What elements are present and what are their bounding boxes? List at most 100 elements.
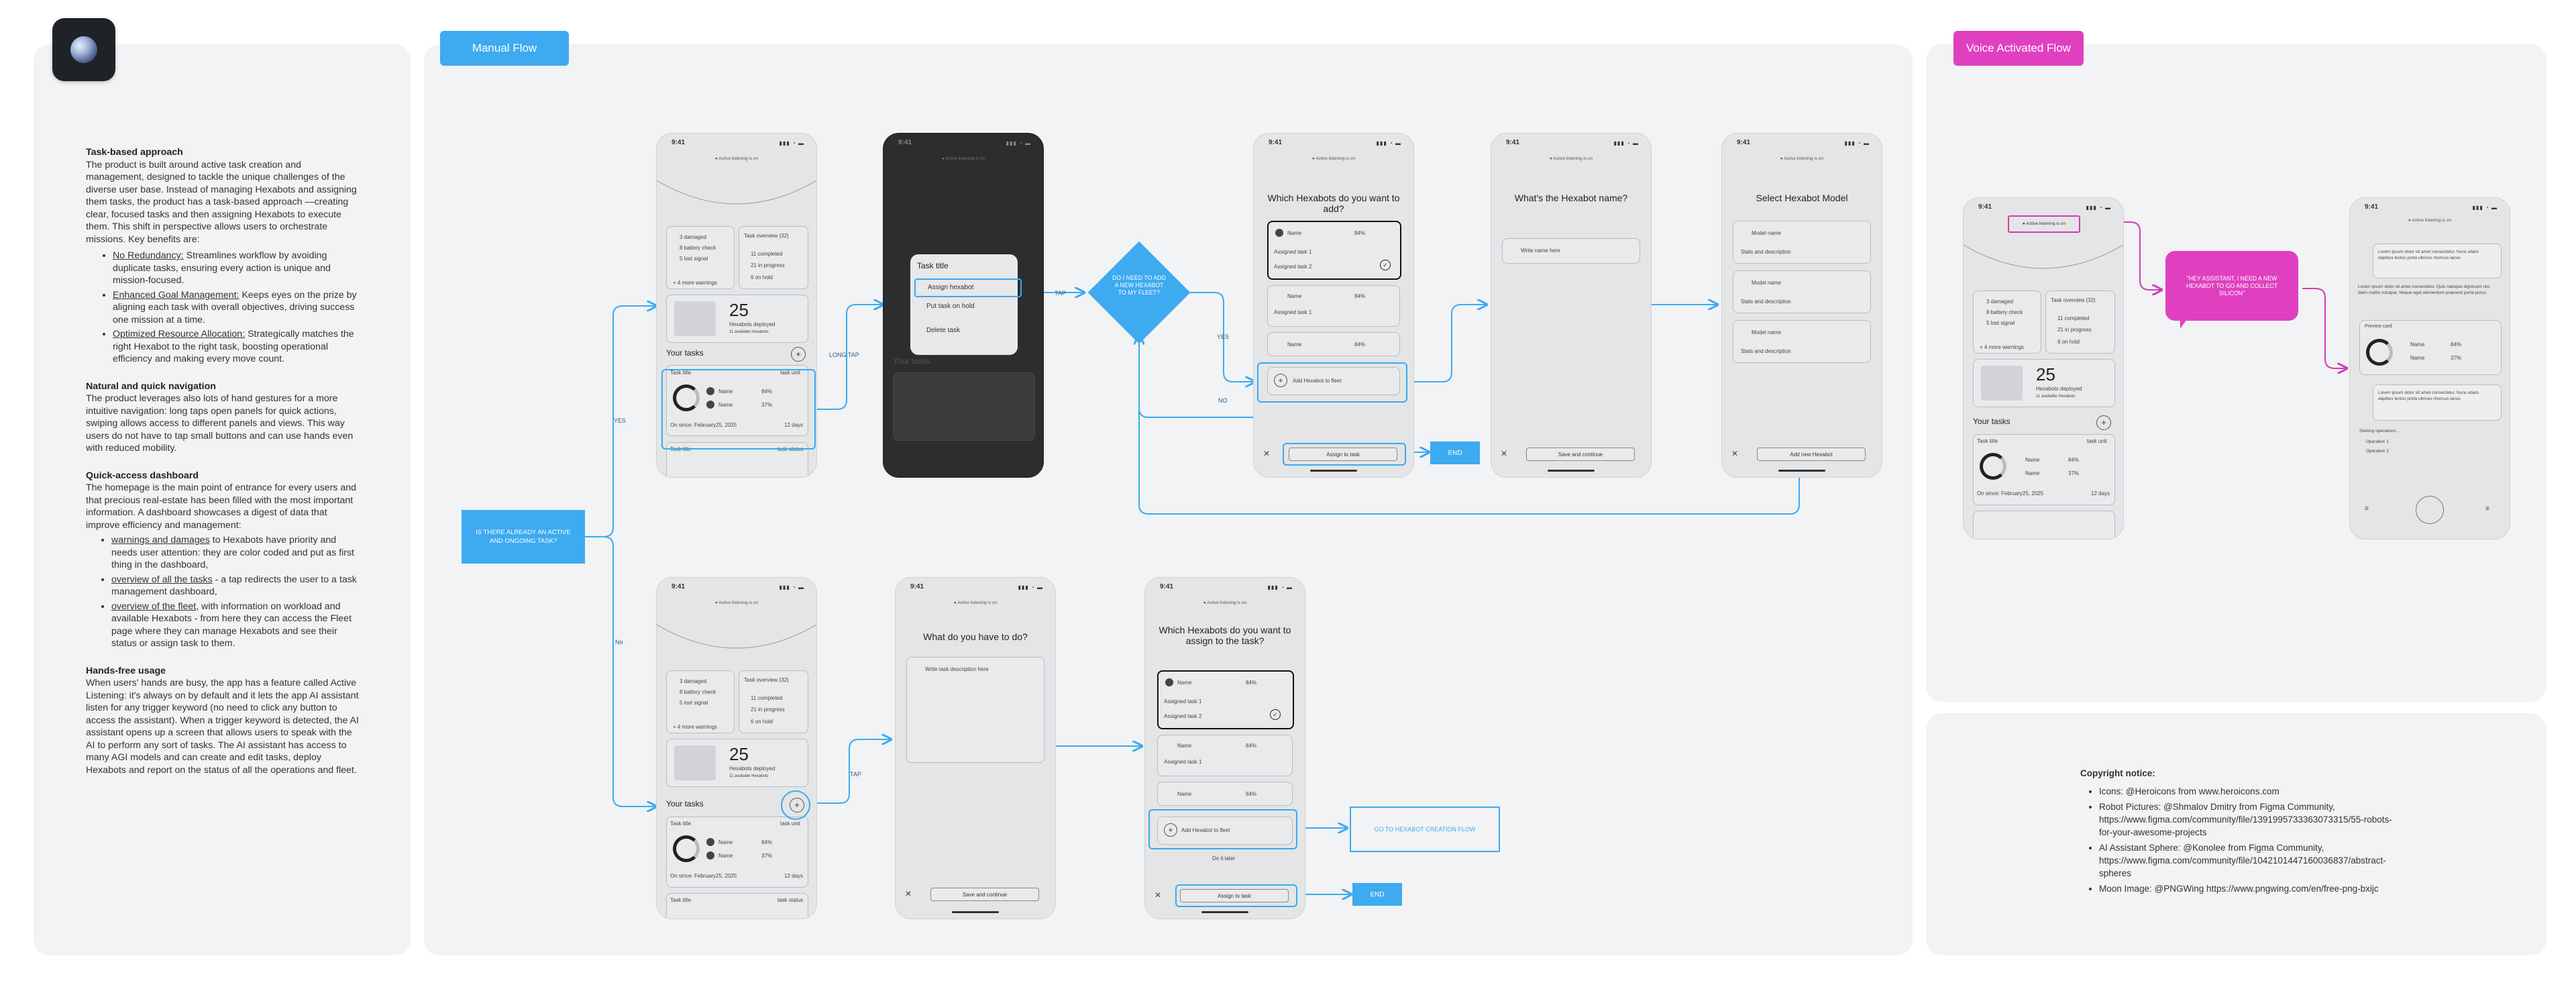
long-tap-label: LONG TAP bbox=[829, 352, 859, 358]
hexabot-option[interactable] bbox=[1157, 735, 1293, 776]
phone-ai-assistant: 9:41▮▮▮ ◔ ▬ ● Active listening is on Lor… bbox=[2349, 197, 2510, 539]
list-item: overview of all the tasks - a tap redire… bbox=[111, 574, 361, 598]
active-listening-label: ● Active listening is on bbox=[714, 156, 759, 161]
app-icon bbox=[52, 18, 115, 81]
moon-arc bbox=[657, 180, 816, 205]
list-item: No Redundancy: Streamlines workflow by a… bbox=[113, 250, 361, 287]
close-icon[interactable]: ✕ bbox=[1501, 449, 1508, 458]
close-icon[interactable]: ✕ bbox=[1263, 449, 1271, 458]
start-question-box: IS THERE ALREADY AN ACTIVE AND ONGOING T… bbox=[462, 510, 585, 564]
hexabot-option-selected[interactable] bbox=[1157, 670, 1294, 729]
doc-paragraph: The homepage is the main point of entran… bbox=[86, 482, 356, 531]
model-option[interactable] bbox=[1733, 270, 1871, 313]
save-continue-button[interactable]: Save and continue bbox=[930, 888, 1039, 901]
add-hexabot-to-fleet-button[interactable] bbox=[1267, 367, 1400, 395]
doc-heading: Natural and quick navigation bbox=[86, 380, 216, 392]
end-box: END bbox=[1430, 441, 1480, 464]
list-item: Moon Image: @PNGWing https://www.pngwing… bbox=[2099, 882, 2402, 895]
list-item: overview of the fleet, with information … bbox=[111, 601, 361, 650]
decision-text: DO I NEED TO ADD A NEW HEXABOT TO MY FLE… bbox=[1112, 274, 1166, 296]
arrow-start-no bbox=[585, 536, 656, 806]
arrow-loop-back bbox=[1139, 335, 1800, 515]
tap-label: TAP bbox=[1055, 290, 1066, 297]
save-continue-button[interactable]: Save and continue bbox=[1526, 448, 1635, 461]
add-task-icon[interactable]: + bbox=[791, 347, 806, 362]
manual-flow-tag: Manual Flow bbox=[440, 31, 569, 66]
warnings-card[interactable] bbox=[666, 226, 735, 289]
no-label: No bbox=[615, 639, 623, 645]
doc-heading: Quick-access dashboard bbox=[86, 470, 199, 481]
arrow-tap-bottom bbox=[810, 739, 891, 804]
arrow-longtap bbox=[813, 305, 883, 410]
task-overview-card[interactable] bbox=[739, 226, 808, 289]
assign-hexabot-menu-item[interactable]: Assign hexabot bbox=[914, 278, 1022, 297]
phone-home-bottom: 9:41▮▮▮ ◔ ▬ ● Active listening is on 3 d… bbox=[656, 577, 817, 919]
phone-voice-home: 9:41▮▮▮ ◔ ▬ ● Active listening is on 3 d… bbox=[1963, 197, 2124, 539]
doc-paragraph: When users' hands are busy, the app has … bbox=[86, 678, 359, 776]
phone-task-description: 9:41▮▮▮ ◔ ▬ ● Active listening is on Wha… bbox=[895, 577, 1056, 919]
copyright-notice: Copyright notice: Icons: @Heroicons from… bbox=[2080, 767, 2402, 898]
documentation-text: Task-based approach The product is built… bbox=[86, 146, 361, 791]
doc-paragraph: The product leverages also lots of hand … bbox=[86, 393, 354, 454]
close-icon[interactable]: ✕ bbox=[1155, 890, 1162, 900]
assign-to-task-button[interactable]: Assign to task bbox=[1289, 448, 1397, 461]
voice-flow-tag: Voice Activated Flow bbox=[1953, 31, 2084, 66]
doc-heading: Hands-free usage bbox=[86, 665, 166, 676]
task-description-input[interactable] bbox=[906, 657, 1044, 763]
doc-paragraph: The product is built around active task … bbox=[86, 159, 357, 245]
phone-which-add: 9:41▮▮▮ ◔ ▬ ● Active listening is on Whi… bbox=[1253, 133, 1414, 478]
delete-task-menu-item[interactable]: Delete task bbox=[926, 327, 961, 334]
left-doc-panel bbox=[34, 44, 411, 955]
close-icon[interactable]: ✕ bbox=[905, 889, 912, 898]
arrow-decision-yes bbox=[1175, 292, 1254, 382]
assistant-message bbox=[2373, 244, 2502, 278]
menu-icon[interactable]: ≡ bbox=[2365, 505, 2369, 513]
no-label-2: NO bbox=[1218, 397, 1228, 404]
hold-task-menu-item[interactable]: Put task on hold bbox=[926, 303, 975, 310]
list-icon[interactable]: ≡ bbox=[2485, 505, 2489, 513]
model-option[interactable] bbox=[1733, 221, 1871, 264]
progress-ring bbox=[673, 384, 700, 411]
arrow-voice-result bbox=[2302, 288, 2347, 368]
list-item: Robot Pictures: @Shmalov Dmitry from Fig… bbox=[2099, 800, 2402, 839]
close-icon[interactable]: ✕ bbox=[1731, 449, 1739, 458]
check-icon: ✓ bbox=[1380, 260, 1391, 270]
list-item: Icons: @Heroicons from www.heroicons.com bbox=[2099, 785, 2402, 798]
active-listening-pill[interactable]: ● Active listening is on bbox=[2008, 215, 2080, 233]
add-hexabot-to-fleet-button[interactable] bbox=[1157, 817, 1293, 845]
list-item: warnings and damages to Hexabots have pr… bbox=[111, 534, 361, 572]
hexabot-option-selected[interactable] bbox=[1267, 221, 1401, 280]
benefits-list: No Redundancy: Streamlines workflow by a… bbox=[86, 250, 361, 366]
phone-select-model: 9:41▮▮▮ ◔ ▬ ● Active listening is on Sel… bbox=[1721, 133, 1882, 478]
go-creation-box: GO TO HEXABOT CREATION FLOW bbox=[1350, 806, 1500, 852]
copyright-panel bbox=[1926, 713, 2546, 955]
assign-to-task-button[interactable]: Assign to task bbox=[1180, 889, 1289, 902]
phone-assign-hexabots: 9:41▮▮▮ ◔ ▬ ● Active listening is on Whi… bbox=[1144, 577, 1305, 919]
model-option[interactable] bbox=[1733, 320, 1871, 363]
task-card-highlight bbox=[661, 369, 816, 450]
yes-label: YES bbox=[614, 417, 627, 424]
bubble-tail bbox=[2180, 315, 2190, 329]
robot-image bbox=[674, 301, 716, 336]
hexabot-option[interactable] bbox=[1157, 782, 1293, 806]
context-menu: Task title Assign hexabot Put task on ho… bbox=[910, 254, 1022, 355]
list-item: AI Assistant Sphere: @Konolee from Figma… bbox=[2099, 841, 2402, 880]
doc-heading: Task-based approach bbox=[86, 147, 183, 158]
arrow-start-yes bbox=[585, 306, 656, 537]
screen-title: Which Hexabots do you want to add? bbox=[1267, 193, 1400, 214]
tap-label-bottom: TAP bbox=[850, 771, 861, 778]
dashboard-list: warnings and damages to Hexabots have pr… bbox=[86, 534, 361, 650]
name-input[interactable] bbox=[1502, 238, 1640, 264]
microphone-button[interactable] bbox=[2416, 496, 2444, 524]
phone-hexabot-name: 9:41▮▮▮ ◔ ▬ ● Active listening is on Wha… bbox=[1491, 133, 1652, 478]
list-item: Enhanced Goal Management: Keeps eyes on … bbox=[113, 289, 361, 327]
ai-sphere-icon bbox=[70, 36, 97, 63]
hexabot-option[interactable] bbox=[1267, 332, 1400, 356]
arrow-voice-trigger bbox=[2080, 221, 2161, 290]
yes-label-2: YES bbox=[1217, 333, 1230, 340]
end-box-2: END bbox=[1352, 883, 1402, 906]
add-new-hexabot-button[interactable]: Add new Hexabot bbox=[1757, 448, 1866, 461]
hexabot-option[interactable] bbox=[1267, 285, 1400, 327]
list-item: Optimized Resource Allocation: Strategic… bbox=[113, 328, 361, 366]
add-task-highlight bbox=[781, 790, 810, 820]
